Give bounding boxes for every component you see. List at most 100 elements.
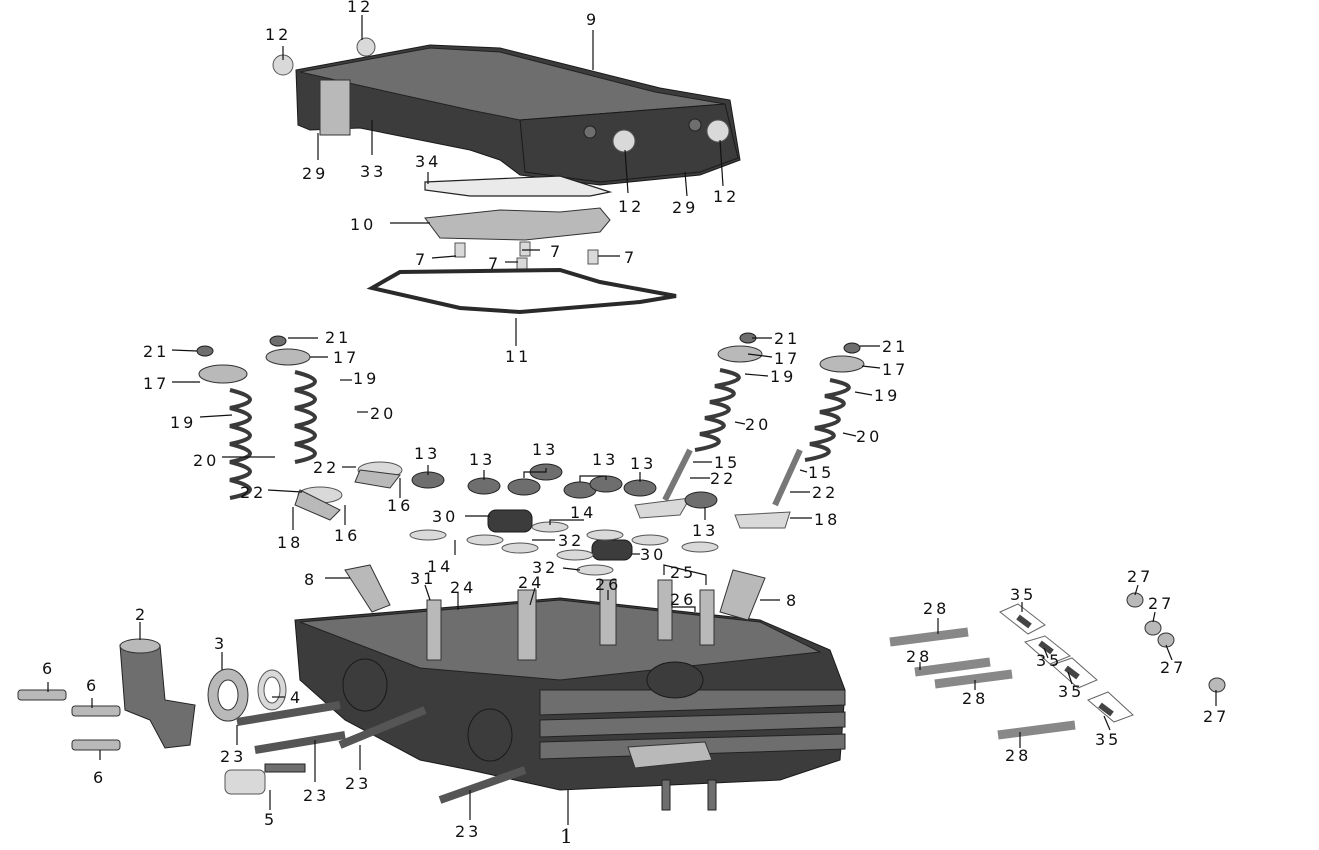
callout-28: 28: [923, 599, 949, 618]
callout-24: 24: [450, 578, 476, 597]
small-bolts: [454, 241, 599, 271]
callout-12: 12: [265, 25, 291, 44]
callout-8: 8: [304, 570, 317, 589]
callout-14: 14: [427, 557, 453, 576]
callout-11: 11: [505, 347, 531, 366]
callout-13: 13: [414, 444, 440, 463]
callout-21: 21: [774, 329, 800, 348]
callout-22: 22: [812, 483, 838, 502]
callout-17: 17: [143, 374, 169, 393]
callout-19: 19: [353, 369, 379, 388]
nuts: [1126, 592, 1226, 693]
callout-35: 35: [1058, 682, 1084, 701]
callout-25: 25: [670, 563, 696, 582]
cover-side-panel: [319, 79, 351, 136]
callout-26: 26: [670, 590, 696, 609]
callout-6: 6: [93, 768, 106, 787]
callout-29: 29: [302, 164, 328, 183]
callout-18: 18: [814, 510, 840, 529]
callout-12: 12: [713, 187, 739, 206]
callout-6: 6: [42, 659, 55, 678]
housing-bolts: [17, 689, 121, 751]
callout-32: 32: [532, 558, 558, 577]
callout-23: 23: [455, 822, 481, 841]
callout-32: 32: [558, 531, 584, 550]
callout-28: 28: [962, 689, 988, 708]
callout-10: 10: [350, 215, 376, 234]
callout-3: 3: [214, 634, 227, 653]
breather-gasket: [424, 175, 613, 197]
callout-15: 15: [808, 463, 834, 482]
callout-7: 7: [624, 248, 637, 267]
callout-29: 29: [672, 198, 698, 217]
callout-13: 13: [469, 450, 495, 469]
callout-33: 33: [360, 162, 386, 181]
callout-12: 12: [347, 0, 373, 16]
callout-34: 34: [415, 152, 441, 171]
callout-19: 19: [770, 367, 796, 386]
callout-13: 13: [692, 521, 718, 540]
callout-30: 30: [640, 545, 666, 564]
callout-20: 20: [856, 427, 882, 446]
callout-22: 22: [710, 469, 736, 488]
head-studs: [236, 701, 527, 804]
callout-12: 12: [618, 197, 644, 216]
cover-bolt: [612, 129, 636, 153]
callout-27: 27: [1127, 567, 1153, 586]
callout-7: 7: [488, 254, 501, 273]
callout-27: 27: [1160, 658, 1186, 677]
callout-20: 20: [193, 451, 219, 470]
dowel-pins: [999, 603, 1134, 723]
callout-1: 1: [560, 824, 576, 846]
callout-35: 35: [1095, 730, 1121, 749]
callout-8: 8: [786, 591, 799, 610]
callout-20: 20: [370, 404, 396, 423]
cover-bolt: [356, 37, 376, 57]
callout-2: 2: [135, 605, 148, 624]
o-rings: [207, 668, 287, 722]
callout-27: 27: [1148, 594, 1174, 613]
callout-22: 22: [240, 483, 266, 502]
cover-bolt: [706, 119, 730, 143]
callout-21: 21: [143, 342, 169, 361]
callout-13: 13: [630, 454, 656, 473]
valve-cover: [272, 37, 741, 186]
valve-caps: [411, 463, 718, 509]
callout-15: 15: [714, 453, 740, 472]
leader-lines: [47, 15, 1217, 825]
callout-13: 13: [532, 440, 558, 459]
callout-26: 26: [595, 575, 621, 594]
callout-19: 19: [874, 386, 900, 405]
callout-35: 35: [1036, 651, 1062, 670]
callout-4: 4: [290, 688, 303, 707]
head-cover-gasket: [366, 267, 677, 315]
callout-22: 22: [313, 458, 339, 477]
cylinder-head: [294, 564, 846, 811]
breather-plate: [424, 207, 611, 241]
callout-35: 35: [1010, 585, 1036, 604]
callout-28: 28: [1005, 746, 1031, 765]
callout-23: 23: [220, 747, 246, 766]
right-valve-train: [634, 332, 865, 529]
callout-28: 28: [906, 647, 932, 666]
callout-labels: 12 12 9 29 33 34 12 29 12 10 7 7 7 7 11 …: [42, 0, 1229, 848]
thermostat-housing: [119, 638, 196, 749]
callout-18: 18: [277, 533, 303, 552]
callout-17: 17: [333, 348, 359, 367]
callout-6: 6: [86, 676, 99, 695]
callout-5: 5: [264, 810, 277, 829]
callout-19: 19: [170, 413, 196, 432]
callout-17: 17: [774, 349, 800, 368]
callout-31: 31: [410, 569, 436, 588]
callout-13: 13: [592, 450, 618, 469]
callout-24: 24: [518, 573, 544, 592]
callout-17: 17: [882, 360, 908, 379]
callout-7: 7: [550, 242, 563, 261]
callout-30: 30: [432, 507, 458, 526]
callout-21: 21: [325, 328, 351, 347]
callout-27: 27: [1203, 707, 1229, 726]
callout-23: 23: [303, 786, 329, 805]
tappets-and-shims: [409, 509, 719, 576]
